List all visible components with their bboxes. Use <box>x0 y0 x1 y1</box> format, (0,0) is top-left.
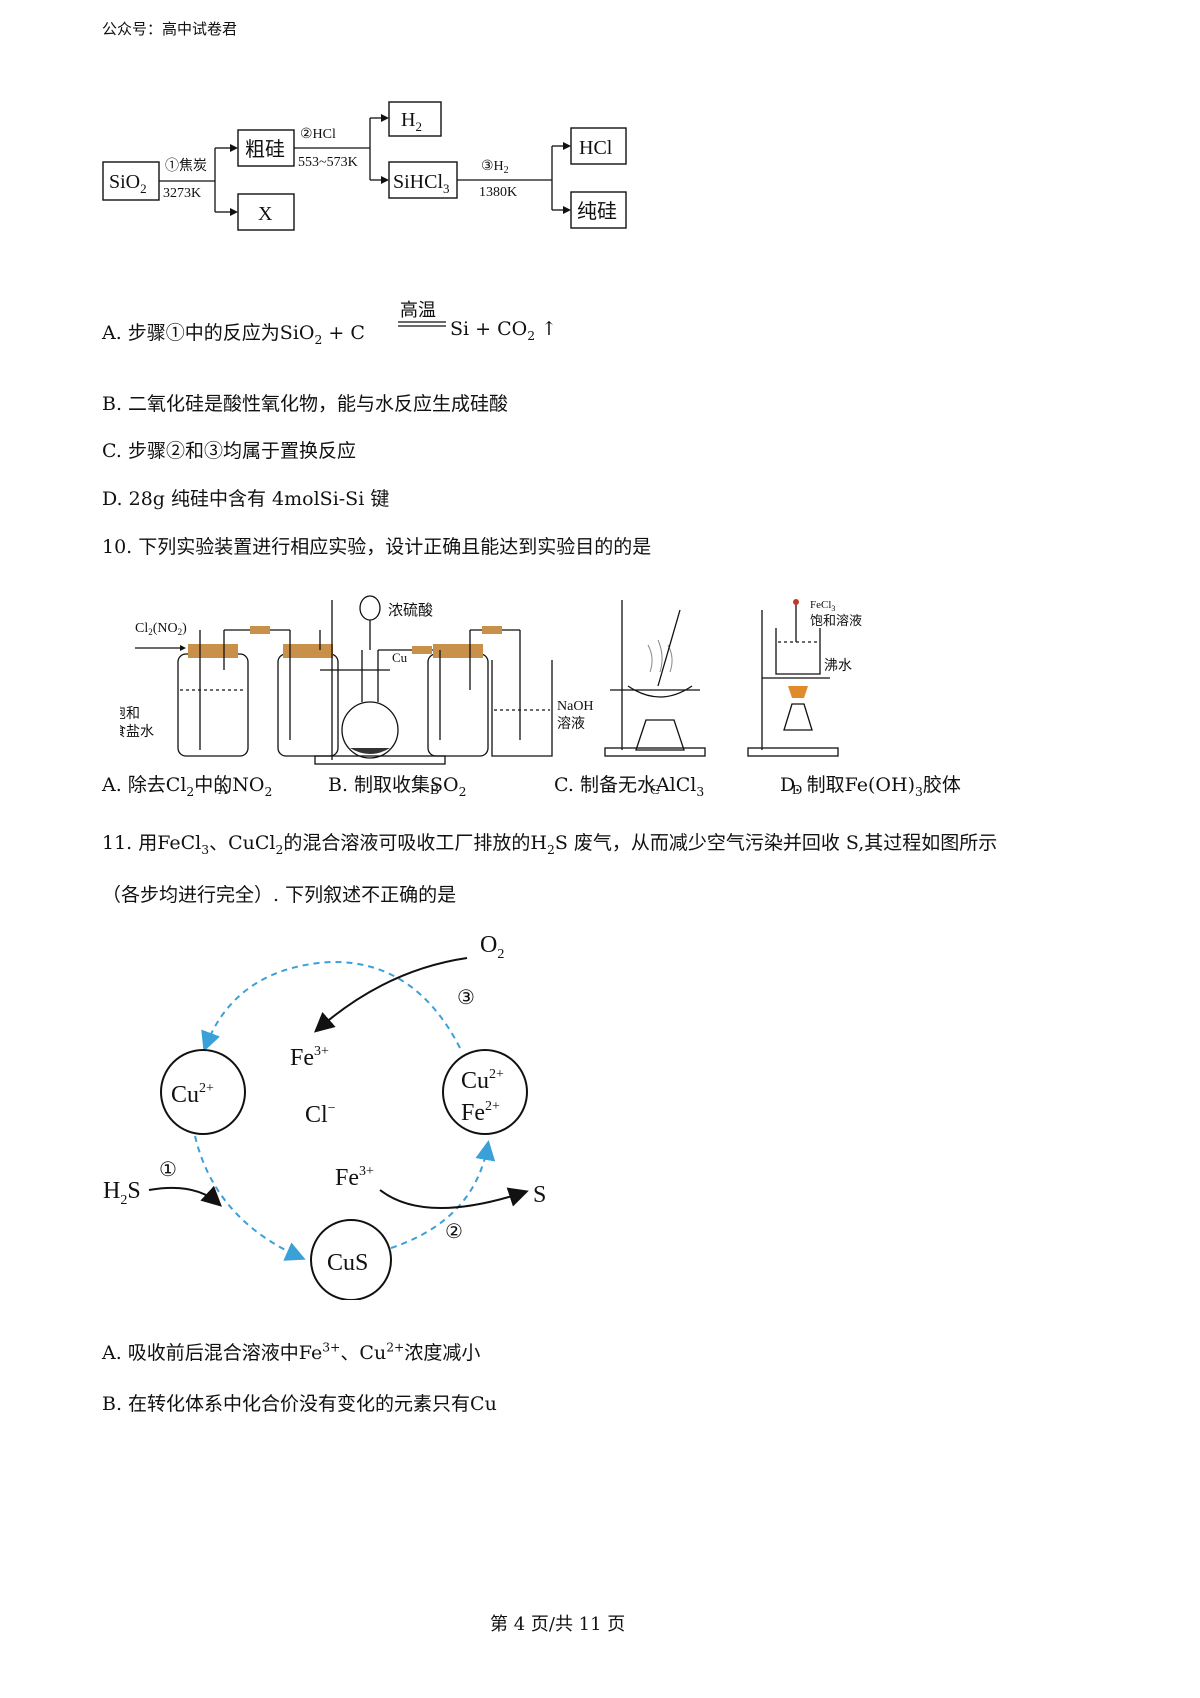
svg-text:①焦炭: ①焦炭 <box>165 158 207 174</box>
svg-text:C: C <box>650 783 659 798</box>
cycle-diagram: O2 ③ Fe3+ Cl− Cu2+ Cu2+ Fe2+ H2S ① Fe3+ … <box>103 932 546 1300</box>
cu2-circle <box>160 1049 246 1135</box>
svg-text:Cl2(NO2): Cl2(NO2) <box>135 621 187 637</box>
q10-stem: 10. 下列实验装置进行相应实验，设计正确且能达到实验目的的是 <box>102 536 652 558</box>
svg-text:X: X <box>258 203 273 225</box>
svg-text:②: ② <box>445 1221 463 1243</box>
svg-text:SiHCl3: SiHCl3 <box>393 171 450 196</box>
page-number: 第 4 页/共 11 页 <box>490 1614 626 1635</box>
q10-apparatus: Cl2(NO2) 饱和 食盐水 A 浓硫酸 Cu NaOH 溶液 B C FeC… <box>120 595 862 798</box>
silicon-flowchart: SiO2 ①焦炭 3273K 粗硅 X ②HCl 553~573K H2 SiH… <box>102 101 627 231</box>
svg-text:浓硫酸: 浓硫酸 <box>388 602 433 619</box>
svg-text:D: D <box>792 783 802 798</box>
q10-option-a: A. 除去Cl2中的NO2 <box>102 774 273 799</box>
q11-stem-line1: 11. 用FeCl3、CuCl2的混合溶液可吸收工厂排放的H2S 废气，从而减少… <box>102 832 998 857</box>
cu-fe-circle <box>442 1049 528 1135</box>
q11-option-a: A. 吸收前后混合溶液中Fe3+、Cu2+浓度减小 <box>102 1340 481 1364</box>
pure-si-box <box>570 191 627 229</box>
q9-option-c: C. 步骤②和③均属于置换反应 <box>102 440 356 462</box>
svg-text:553~573K: 553~573K <box>298 155 358 170</box>
svg-text:CuS: CuS <box>327 1250 368 1276</box>
svg-text:O2: O2 <box>480 932 504 962</box>
svg-text:NaOH: NaOH <box>557 699 594 714</box>
svg-text:饱和溶液: 饱和溶液 <box>810 613 862 628</box>
svg-text:FeCl3: FeCl3 <box>810 599 835 613</box>
q11-stem-line2: （各步均进行完全）. 下列叙述不正确的是 <box>102 884 457 906</box>
svg-text:溶液: 溶液 <box>557 716 585 732</box>
q10-option-c: C. 制备无水AlCl3 <box>554 774 705 799</box>
q9-option-d: D. 28g 纯硅中含有 4molSi-Si 键 <box>102 488 390 510</box>
svg-text:Fe3+: Fe3+ <box>335 1164 374 1191</box>
x-box <box>237 193 295 231</box>
cus-circle <box>310 1219 392 1300</box>
svg-text:纯硅: 纯硅 <box>577 200 617 223</box>
h2-box <box>388 101 442 137</box>
svg-text:Fe3+: Fe3+ <box>290 1044 329 1071</box>
svg-text:粗硅: 粗硅 <box>245 138 285 161</box>
svg-text:Cu: Cu <box>392 650 408 665</box>
hcl-box <box>570 127 627 165</box>
q9-option-a-right: Si + CO2 ↑ <box>450 318 558 343</box>
q9-cond-high-temp: 高温 <box>400 300 436 321</box>
q9-option-a: A. 步骤①中的反应为SiO2 + C <box>102 322 365 347</box>
sio2-box <box>102 161 160 201</box>
svg-text:Cu2+: Cu2+ <box>461 1067 504 1094</box>
svg-text:Cl−: Cl− <box>305 1101 336 1128</box>
q9-option-b: B. 二氧化硅是酸性氧化物，能与水反应生成硅酸 <box>102 393 509 415</box>
svg-text:1380K: 1380K <box>479 185 517 200</box>
q10-option-b: B. 制取收集SO2 <box>328 774 467 799</box>
svg-text:H2S: H2S <box>103 1178 141 1208</box>
svg-text:SiO2: SiO2 <box>109 171 147 196</box>
svg-text:S: S <box>533 1182 546 1208</box>
q9-equals-sign <box>398 321 446 327</box>
svg-text:B: B <box>430 783 439 798</box>
source-header: 公众号：高中试卷君 <box>102 20 238 38</box>
svg-text:③: ③ <box>457 987 475 1009</box>
svg-text:H2: H2 <box>401 109 422 134</box>
svg-text:3273K: 3273K <box>163 186 201 201</box>
q11-option-b: B. 在转化体系中化合价没有变化的元素只有Cu <box>102 1393 497 1415</box>
svg-text:饱和: 饱和 <box>120 706 140 722</box>
svg-text:食盐水: 食盐水 <box>120 723 154 740</box>
svg-text:Cu2+: Cu2+ <box>171 1081 214 1108</box>
svg-text:沸水: 沸水 <box>824 658 852 674</box>
svg-text:③H2: ③H2 <box>481 159 509 176</box>
svg-text:HCl: HCl <box>579 137 613 159</box>
q10-option-d: D. 制取Fe(OH)3胶体 <box>780 774 961 799</box>
svg-text:A: A <box>218 783 229 798</box>
svg-text:①: ① <box>159 1159 177 1181</box>
svg-text:Fe2+: Fe2+ <box>461 1099 500 1126</box>
svg-text:②HCl: ②HCl <box>300 127 336 142</box>
sihcl3-box <box>388 161 458 199</box>
